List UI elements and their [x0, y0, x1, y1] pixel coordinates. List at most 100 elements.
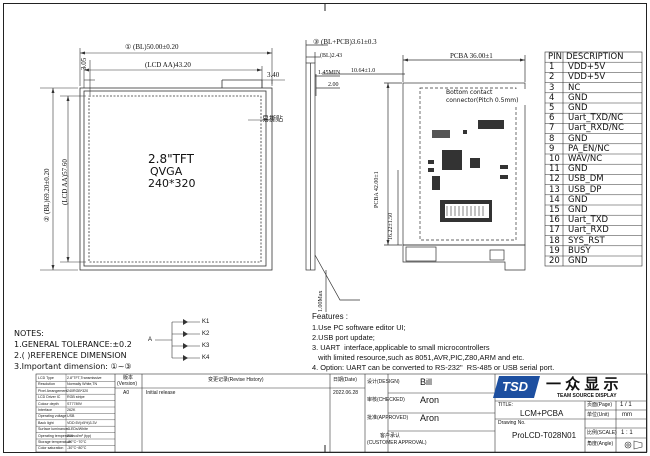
pin-description: PA_EN/NC [568, 143, 610, 154]
pin-header: PIN [548, 52, 562, 62]
pin-number: 1 [549, 62, 555, 73]
spec-label: Operating voltage [38, 414, 67, 419]
dim-200: 2.00 [328, 82, 339, 88]
pin-number: 16 [549, 215, 560, 226]
drawing-no: ProLCD-T028N01 [512, 431, 577, 440]
notes-line-2: 2.( )REFERENCE DIMENSION [14, 351, 127, 360]
spec-label: Interface [38, 408, 52, 412]
spec-label: LCD Driver IC [38, 395, 61, 400]
spec-value: 240RGB*320 [67, 388, 89, 393]
pin-description: Uart_TXD/NC [568, 113, 624, 124]
page-value: 1 / 1 [620, 402, 632, 408]
spec-value: 4LEDs/White [67, 427, 88, 432]
approve-label: 批准(APPROVED) [367, 415, 409, 421]
pin-description: NC [568, 82, 581, 93]
pin-row: 18 SYS_RST [546, 236, 650, 246]
spec-label: Color saturation [38, 446, 64, 451]
dim-100max: 1.00Max [318, 290, 324, 313]
logo-text: TSD [502, 379, 528, 394]
spec-row: Color saturation-30°C~80°C [37, 445, 115, 451]
spec-row: Interface 262K [37, 407, 115, 413]
spec-value: -20°C~70°C [67, 440, 87, 444]
pin-number: 18 [549, 235, 560, 246]
pin-description: GND [568, 205, 588, 215]
angle-label: 角度(Angle) [587, 441, 614, 447]
pin-number: 12 [549, 174, 560, 185]
feature-item: 2.USB port update; [312, 333, 375, 342]
pin-number: 15 [549, 205, 560, 215]
rev-value: A0 [123, 390, 130, 396]
pin-number: 13 [549, 184, 560, 195]
history-header: 变更记录(Revise History) [208, 377, 264, 383]
designer-value: Bill [420, 377, 433, 387]
pin-number: 11 [549, 164, 560, 175]
spec-value: USB [67, 414, 75, 419]
spec-label: Back light [38, 420, 54, 425]
screen-type: QVGA [150, 165, 183, 178]
spec-label: Storage temperature [38, 440, 71, 444]
pin-description: USB_DP [568, 184, 602, 195]
pin-row: 16 Uart_TXD [546, 215, 650, 225]
customer-label-en: (CUSTOMER APPROVAL) [367, 440, 427, 446]
pin-description: Uart_TXD [568, 215, 609, 226]
k4-label: K4 [202, 355, 210, 361]
pin-description: GND [568, 256, 588, 266]
spec-value: 262K [67, 408, 76, 412]
spec-label: Pixel Arrangement [38, 388, 68, 393]
tsd-logo-mark [493, 376, 540, 398]
page-label: 页面(Page) [587, 402, 613, 408]
date-value: 2022.06.28 [333, 390, 359, 396]
pin-description: VDD+5V [568, 72, 606, 83]
pin-description: WAV/NC [568, 154, 603, 164]
screen-res: 240*320 [148, 177, 196, 190]
title-value: LCM+PCBA [520, 409, 564, 418]
dim-1622: 16.22±1.50 [388, 212, 394, 240]
pin-number: 9 [549, 143, 555, 154]
dim-lcd-aa: (LCD AA)43.20 [145, 61, 191, 69]
scale-label: 比例(SCALE) [587, 430, 617, 436]
drawing-label: Drawing No. [498, 420, 526, 426]
spec-value: VDD:5V(±5%)3.3V [67, 420, 97, 425]
pin-description: VDD+5V [568, 62, 606, 73]
unit-label: 单位(Unit) [587, 412, 610, 418]
features-title: Features : [312, 312, 349, 321]
pin-description: SYS_RST [568, 235, 605, 246]
spec-label: Surface luminance [38, 427, 68, 432]
dim-1064: 10.64±1.0 [351, 68, 376, 74]
pin-description: USB_DM [568, 174, 604, 185]
front-view-outline [79, 79, 273, 271]
k1-label: K1 [202, 319, 210, 325]
pin-row: 1 VDD+5V [546, 62, 650, 72]
feature-item: with limited resource,such as 8051,AVR,P… [312, 353, 525, 362]
dim-bl: (BL)2.43 [320, 53, 343, 59]
customer-label: 客户承认 [380, 433, 401, 439]
pin-description: GND [568, 103, 588, 113]
history-value: Initial release [146, 390, 176, 396]
connector-note: Bottom contact connector(Pitch 0.5mm) [446, 89, 526, 105]
pin-row: 13 USB_DP [546, 185, 650, 195]
spec-row: Back light VDD:5V(±5%)3.3V [37, 420, 115, 426]
notes-line-1: 1.GENERAL TOLERANCE:±0.2 [14, 340, 132, 349]
pin-number: 7 [549, 123, 555, 134]
pin-description: Uart_RXD [568, 225, 609, 236]
spec-value: 2.8"TFT,Transmissive [67, 376, 102, 380]
pin-description: GND [568, 92, 588, 103]
dim-right-gap: 3.40 [267, 71, 280, 79]
dim-pcba-width: PCBA 36.00±1 [450, 52, 493, 60]
